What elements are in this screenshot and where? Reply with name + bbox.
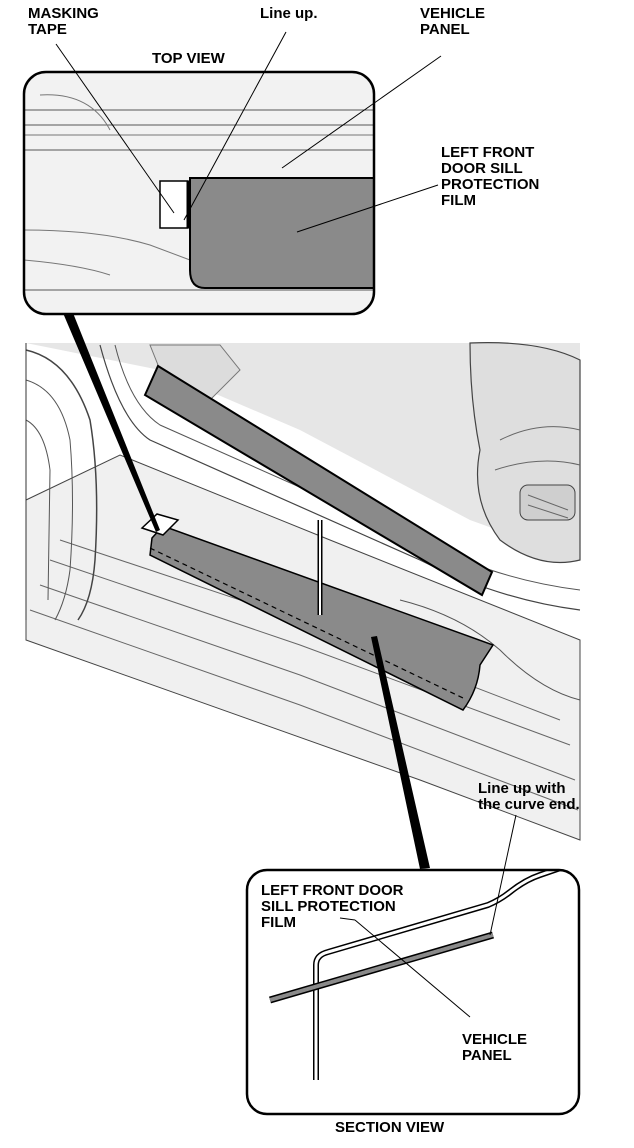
masking-tape-label: MASKING TAPE (28, 5, 99, 38)
vehicle-panel-section-label: VEHICLE PANEL (462, 1031, 528, 1064)
line-up-curve-label: Line up with the curve end. (478, 780, 580, 813)
vehicle-panel-top-label: VEHICLE PANEL (420, 5, 486, 38)
top-view-inset (22, 70, 376, 316)
callout-connectors (55, 31, 517, 1018)
film-section-label: LEFT FRONT DOOR SILL PROTECTION FILM (261, 882, 404, 931)
section-view-title: SECTION VIEW (335, 1119, 445, 1136)
top-view-title: TOP VIEW (152, 50, 225, 67)
line-up-label: Line up. (260, 5, 318, 22)
film-top-label: LEFT FRONT DOOR SILL PROTECTION FILM (441, 144, 540, 209)
main-view (25, 342, 581, 841)
section-view-inset (245, 868, 581, 1116)
